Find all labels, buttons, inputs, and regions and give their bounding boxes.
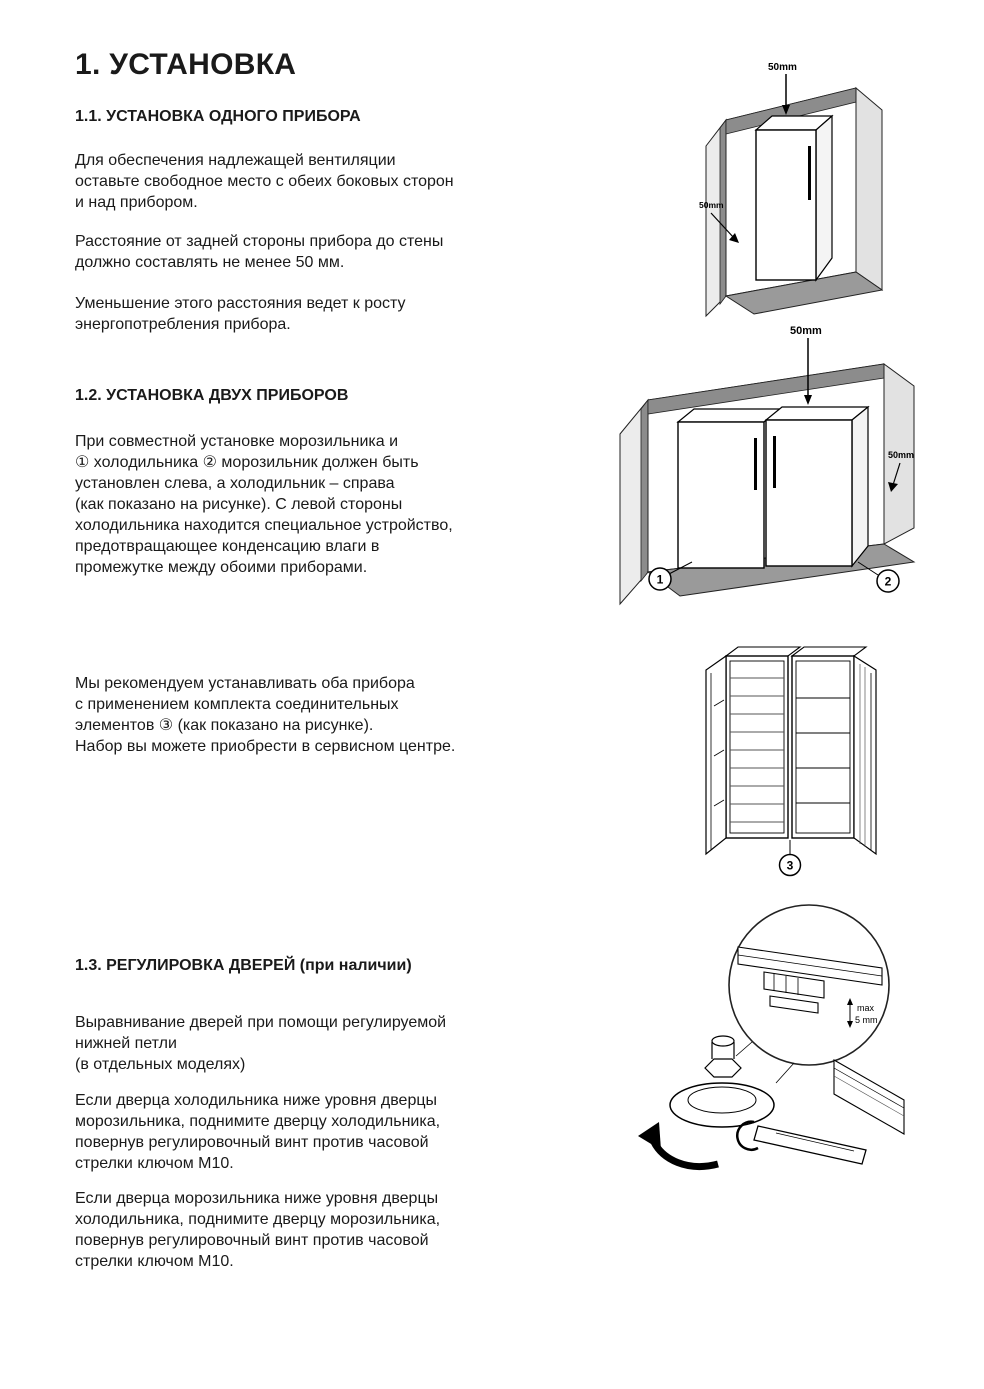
single-installation-diagram: 50mm 50mm — [699, 62, 884, 318]
clearance-top-label: 50mm — [790, 325, 822, 337]
section-1-2-para-1: При совместной установке морозильника и … — [75, 433, 453, 576]
section-1-1-heading: 1.1. УСТАНОВКА ОДНОГО ПРИБОРА — [75, 108, 361, 125]
door-adjustment-diagram: max 5 mm — [638, 904, 905, 1170]
arrow-leader-icon — [729, 233, 739, 243]
arrow-down-icon — [782, 105, 790, 115]
figure-double-installation: 50mm 50mm 1 2 — [612, 322, 934, 618]
arrow-down-icon — [847, 1021, 853, 1028]
clearance-top-label: 50mm — [768, 62, 797, 73]
door-handle-icon — [808, 146, 811, 200]
arrow-up-icon — [847, 998, 853, 1005]
max-gap-label: max — [857, 1003, 875, 1013]
marker-1-label: 1 — [657, 573, 664, 587]
figure-single-installation: 50mm 50mm — [698, 58, 888, 320]
section-1-3-para-1: Выравнивание дверей при помощи регулируе… — [75, 1014, 447, 1073]
section-1-1-para-2: Расстояние от задней стороны прибора до … — [75, 233, 444, 271]
arrow-leader-icon — [888, 482, 898, 492]
clearance-side-label: 50mm — [888, 450, 914, 460]
section-1-3-para-2: Если дверца холодильника ниже уровня две… — [75, 1092, 441, 1172]
callout-1-circle — [648, 567, 672, 591]
max-gap-value-label: 5 mm — [855, 1015, 878, 1025]
rotate-ccw-arrowhead-icon — [638, 1122, 661, 1150]
door-handle-icon — [754, 438, 757, 490]
door-handle-icon — [773, 436, 776, 488]
section-1-2-heading: 1.2. УСТАНОВКА ДВУХ ПРИБОРОВ — [75, 387, 349, 404]
page-title: 1. УСТАНОВКА — [75, 48, 297, 81]
figure-door-adjustment: max 5 mm — [626, 892, 928, 1188]
rotate-ccw-arrow-icon — [649, 1138, 719, 1170]
section-1-2-para-2: Мы рекомендуем устанавливать оба прибора… — [75, 675, 456, 755]
section-1-3-para-3: Если дверца морозильника ниже уровня две… — [75, 1190, 441, 1270]
clearance-side-label: 50mm — [699, 200, 724, 210]
arrow-down-icon — [804, 395, 812, 405]
marker-3-label: 3 — [787, 859, 794, 873]
figure-joint-kit: 3 — [696, 626, 898, 884]
section-1-3-heading: 1.3. РЕГУЛИРОВКА ДВЕРЕЙ (при наличии) — [75, 957, 412, 974]
section-1-1-para-1: Для обеспечения надлежащей вентиляции ос… — [75, 152, 454, 211]
double-installation-diagram: 50mm 50mm 1 2 — [619, 325, 916, 606]
callout-2-circle — [876, 569, 900, 593]
callout-3-circle — [778, 853, 802, 877]
wrench-jaw-icon — [736, 1120, 759, 1151]
wrench-icon — [753, 1125, 867, 1165]
marker-2-label: 2 — [885, 575, 892, 589]
section-1-1-para-3: Уменьшение этого расстояния ведет к рост… — [75, 295, 406, 333]
joint-kit-diagram: 3 — [705, 646, 877, 877]
hex-nut-icon — [704, 1058, 742, 1078]
